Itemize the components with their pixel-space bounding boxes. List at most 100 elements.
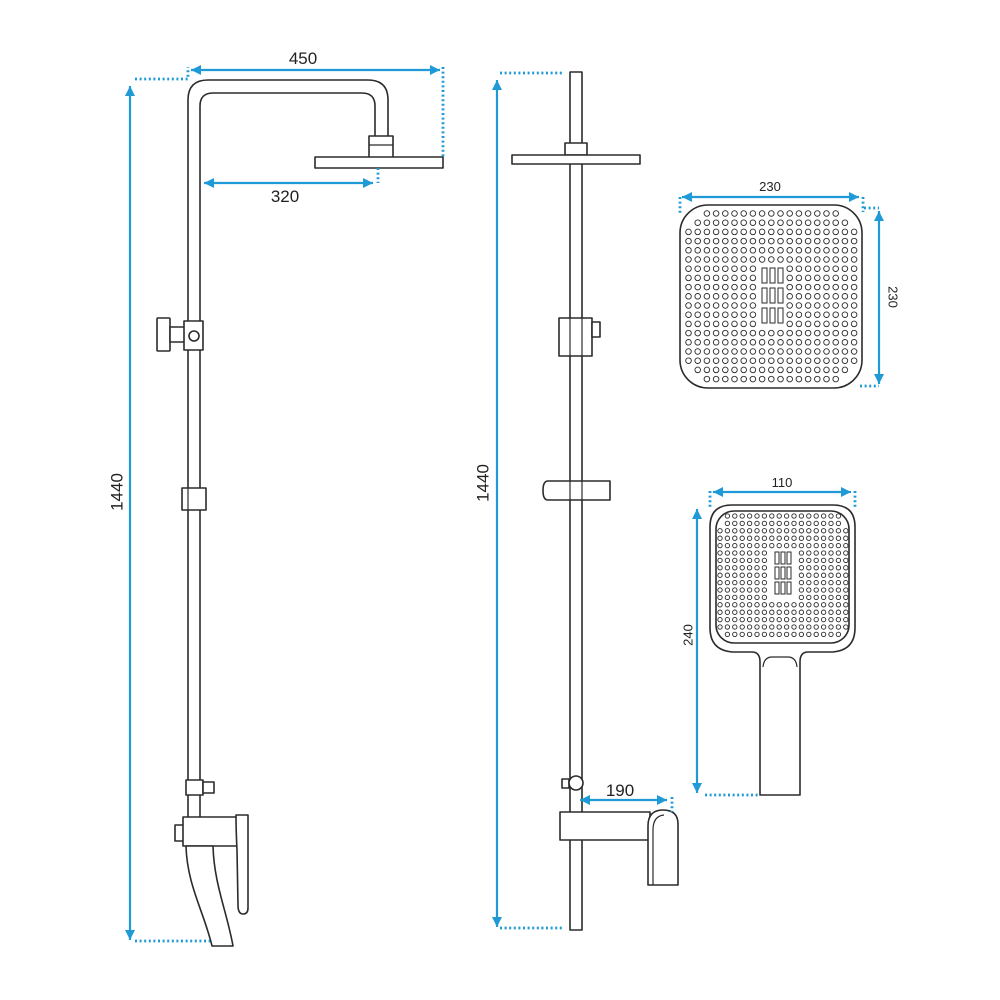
spray-nozzle <box>820 602 827 608</box>
spray-nozzle <box>804 219 812 226</box>
spray-nozzle <box>731 366 738 374</box>
spray-nozzle <box>828 602 834 608</box>
spray-nozzle <box>786 311 793 318</box>
spray-nozzle <box>841 320 849 328</box>
spray-nozzle <box>724 602 731 608</box>
spray-nozzle <box>746 572 753 578</box>
spray-nozzle <box>806 579 812 586</box>
spray-nozzle <box>823 311 830 318</box>
spray-nozzle <box>722 237 729 245</box>
spray-nozzle <box>722 256 729 263</box>
spray-nozzle <box>722 339 729 346</box>
spray-nozzle <box>804 256 812 263</box>
spray-nozzle <box>758 375 766 383</box>
spray-nozzle <box>841 348 849 355</box>
spray-nozzle <box>722 247 729 254</box>
spray-nozzle <box>703 228 711 236</box>
spray-nozzle <box>806 557 812 564</box>
spray-nozzle <box>761 594 768 601</box>
spray-nozzle <box>717 579 723 586</box>
spray-nozzle <box>835 594 842 601</box>
spray-nozzle <box>823 320 830 328</box>
spray-nozzle <box>814 219 821 226</box>
spray-nozzle <box>754 594 760 601</box>
spray-nozzle <box>703 210 711 217</box>
spray-nozzle <box>804 293 812 300</box>
spray-nozzle <box>746 587 753 593</box>
spray-nozzle <box>804 265 812 272</box>
spray-nozzle <box>749 210 757 217</box>
spray-nozzle <box>761 587 768 593</box>
spray-nozzle <box>746 579 753 586</box>
spray-nozzle <box>835 616 842 623</box>
spray-nozzle <box>712 283 720 291</box>
spray-nozzle <box>783 520 790 527</box>
spray-nozzle <box>761 528 768 534</box>
spray-nozzle <box>749 283 757 291</box>
spray-nozzle <box>768 219 775 226</box>
overhead-shower-plate-front <box>511 154 641 165</box>
spray-nozzle <box>795 366 803 374</box>
spray-nozzle <box>694 256 701 263</box>
spray-nozzle <box>804 329 812 337</box>
slot <box>777 267 784 284</box>
spray-nozzle <box>828 587 834 593</box>
hand-length-label: 240 <box>681 624 696 646</box>
spray-nozzle <box>804 247 812 254</box>
spray-nozzle <box>754 587 760 593</box>
spray-nozzle <box>732 513 738 519</box>
spray-nozzle <box>786 256 793 263</box>
spray-nozzle <box>850 311 858 318</box>
spray-nozzle <box>724 587 731 593</box>
spray-nozzle <box>832 302 839 309</box>
spray-nozzle <box>806 616 812 623</box>
spray-nozzle <box>813 631 819 638</box>
slot <box>761 307 768 324</box>
spray-nozzle <box>813 594 819 601</box>
spray-nozzle <box>850 320 858 328</box>
spray-nozzle <box>795 329 803 337</box>
spray-nozzle <box>798 565 805 571</box>
slot <box>786 551 792 565</box>
slot <box>780 566 786 580</box>
spray-nozzle <box>732 528 738 534</box>
spray-nozzle <box>843 557 849 564</box>
spray-nozzle <box>850 357 858 364</box>
spray-nozzle <box>832 256 839 263</box>
spray-nozzle <box>712 339 720 346</box>
slot <box>786 581 792 595</box>
spray-nozzle <box>823 348 830 355</box>
spray-nozzle <box>776 624 782 630</box>
spray-nozzle <box>806 535 812 541</box>
spray-nozzle <box>786 283 793 291</box>
spray-nozzle <box>820 565 827 571</box>
spray-nozzle <box>740 320 747 328</box>
bath-spout <box>185 845 234 947</box>
side-view: 450 320 1440 <box>108 49 445 947</box>
spray-nozzle <box>791 631 797 638</box>
spray-nozzle <box>843 572 849 578</box>
spray-nozzle <box>732 535 738 541</box>
spray-nozzle <box>703 247 711 254</box>
spray-nozzle <box>828 535 834 541</box>
spray-nozzle <box>814 265 821 272</box>
slot <box>769 267 776 284</box>
spray-nozzle <box>791 528 797 534</box>
spray-nozzle <box>823 283 830 291</box>
spray-nozzle <box>823 210 830 217</box>
spray-nozzle <box>722 311 729 318</box>
spray-nozzle <box>761 565 768 571</box>
spray-nozzle <box>769 542 775 549</box>
spray-nozzle <box>694 339 701 346</box>
spray-nozzle <box>732 542 738 549</box>
spray-nozzle <box>761 609 768 615</box>
spray-nozzle <box>786 247 793 254</box>
spray-nozzle <box>749 348 757 355</box>
spray-nozzle <box>749 375 757 383</box>
spray-nozzle <box>823 375 830 383</box>
spray-nozzle <box>740 357 747 364</box>
spray-nozzle <box>777 210 784 217</box>
spray-nozzle <box>694 247 701 254</box>
spray-nozzle <box>722 320 729 328</box>
spray-nozzle <box>835 542 842 549</box>
